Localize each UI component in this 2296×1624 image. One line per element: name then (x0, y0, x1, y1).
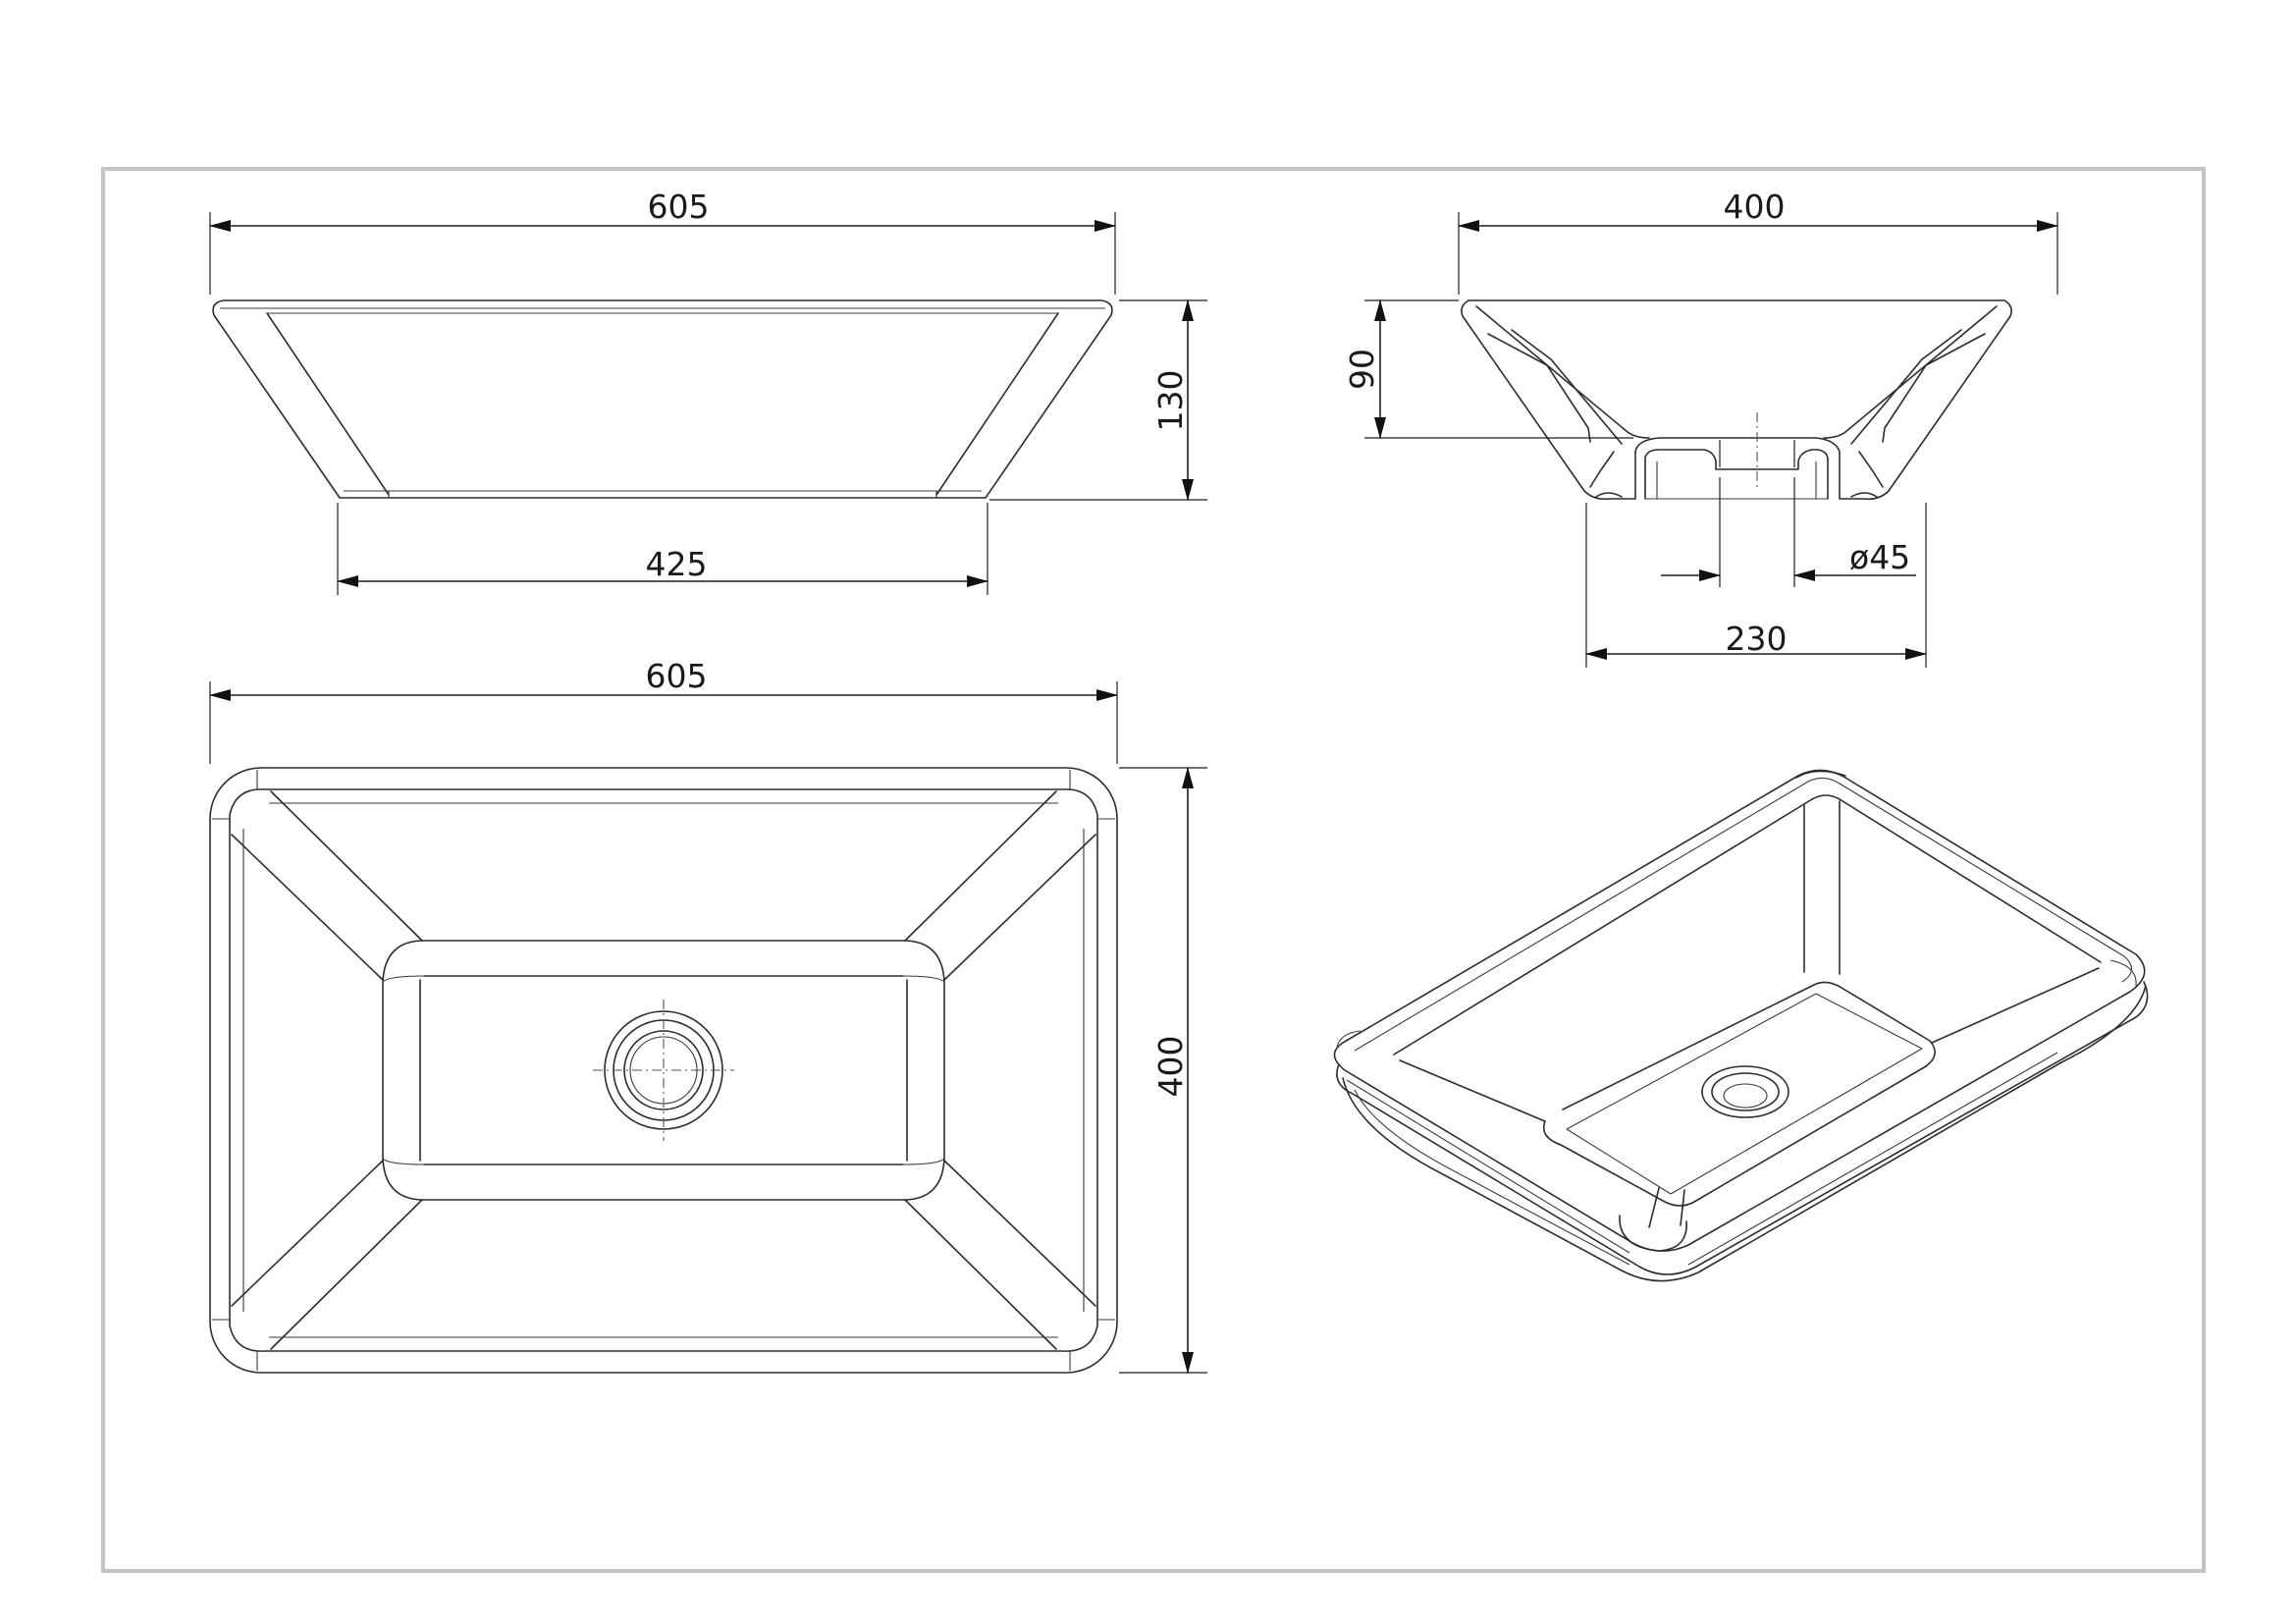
dimension-label-side-top-width: 400 (1724, 188, 1786, 226)
top-view-basin-outline (209, 767, 1118, 1374)
dimension-side-base-width: 230 (1585, 503, 1927, 668)
dimension-side-drain-diameter: ø45 (1661, 477, 1916, 587)
dimension-label-front-top-width: 605 (648, 188, 710, 226)
dimension-label-side-inner-depth: 90 (1343, 349, 1381, 390)
dimension-top-length: 605 (209, 657, 1118, 764)
dimension-front-height: 130 (989, 299, 1207, 501)
side-view: 400 90 ø45 230 (1343, 188, 2058, 668)
isometric-view (1333, 769, 2149, 1282)
dimension-label-side-drain-diameter: ø45 (1849, 538, 1910, 576)
dimension-label-front-height: 130 (1151, 370, 1190, 432)
dimension-front-top-width: 605 (209, 188, 1116, 295)
top-view-drain (593, 1000, 734, 1141)
dimension-label-top-width: 400 (1151, 1036, 1190, 1098)
dimension-side-inner-depth: 90 (1343, 299, 1633, 439)
drawing-frame (101, 167, 2206, 1573)
dimension-side-top-width: 400 (1458, 188, 2058, 295)
front-view-basin-outline (212, 299, 1113, 499)
side-view-basin-section (1461, 299, 2012, 501)
front-view: 605 425 130 (209, 188, 1207, 595)
dimension-top-width: 400 (1119, 767, 1207, 1374)
top-view: 605 400 (209, 657, 1207, 1374)
dimension-front-bottom-width: 425 (337, 503, 988, 595)
dimension-label-top-length: 605 (646, 657, 708, 695)
dimension-label-front-bottom-width: 425 (646, 545, 708, 583)
dimension-label-side-base-width: 230 (1726, 620, 1788, 658)
